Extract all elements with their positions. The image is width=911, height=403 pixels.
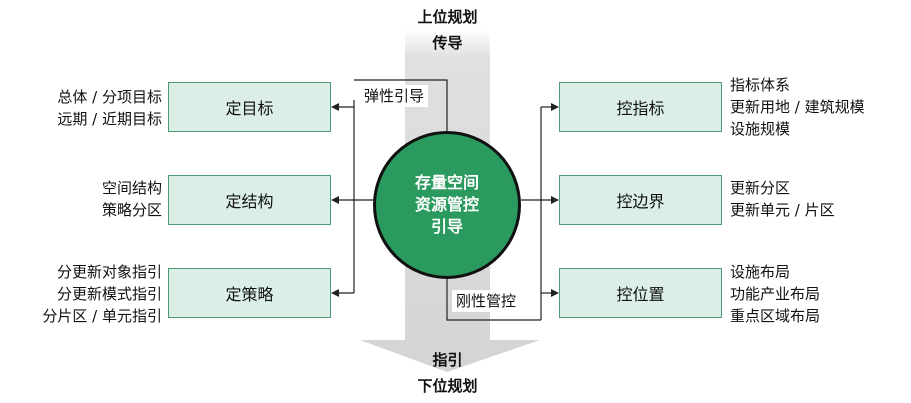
arrowhead-strategy (331, 289, 339, 297)
desc-line: 重点区域布局 (730, 307, 821, 325)
bottom-label-lower-plan: 下位规划 (417, 377, 478, 395)
arrowhead-goal (331, 103, 339, 111)
arrowhead-boundary (551, 196, 559, 204)
top-label-transmission: 传导 (432, 34, 463, 52)
box-control-boundary: 控边界 (559, 175, 722, 225)
left-top-to-circle (354, 79, 448, 131)
desc-line: 更新分区 (730, 179, 791, 197)
box-control-location: 控位置 (559, 268, 722, 318)
desc-line: 远期 / 近期目标 (57, 110, 162, 128)
desc-line: 策略分区 (101, 201, 162, 219)
desc-line: 更新单元 / 片区 (730, 201, 835, 219)
desc-boundary: 更新分区 更新单元 / 片区 (730, 177, 910, 221)
desc-strategy: 分更新对象指引 分更新模式指引 分片区 / 单元指引 (0, 261, 162, 327)
desc-line: 更新用地 / 建筑规模 (730, 98, 865, 116)
desc-line: 设施布局 (730, 263, 791, 281)
box-set-strategy: 定策略 (168, 268, 331, 318)
arrowhead-location (551, 289, 559, 297)
center-line-3: 引导 (430, 217, 463, 236)
desc-goals: 总体 / 分项目标 远期 / 近期目标 (0, 86, 162, 130)
bottom-label-guidance: 指引 (432, 351, 463, 369)
desc-line: 分更新模式指引 (56, 285, 162, 303)
center-line-1: 存量空间 (414, 173, 479, 192)
desc-line: 分更新对象指引 (56, 263, 162, 281)
arrowhead-indicator (551, 103, 559, 111)
desc-line: 设施规模 (730, 120, 791, 138)
center-line-2: 资源管控 (414, 195, 479, 214)
desc-line: 功能产业布局 (730, 285, 821, 303)
desc-indicators: 指标体系 更新用地 / 建筑规模 设施规模 (730, 74, 910, 140)
desc-line: 分片区 / 单元指引 (42, 307, 162, 325)
tag-flexible-guidance: 弹性引导 (360, 85, 429, 107)
box-set-structure: 定结构 (168, 175, 331, 225)
arrowhead-structure (331, 196, 339, 204)
desc-line: 总体 / 分项目标 (57, 88, 162, 106)
tag-rigid-control: 刚性管控 (452, 290, 521, 312)
top-label-upper-plan: 上位规划 (417, 8, 478, 26)
desc-line: 指标体系 (730, 76, 791, 94)
box-control-indicators: 控指标 (559, 82, 722, 132)
connectors (337, 79, 553, 321)
desc-location: 设施布局 功能产业布局 重点区域布局 (730, 261, 910, 327)
desc-line: 空间结构 (101, 179, 162, 197)
right-bottom-to-circle (446, 279, 541, 321)
center-circle: 存量空间 资源管控 引导 (373, 131, 521, 279)
box-set-goals: 定目标 (168, 82, 331, 132)
desc-structure: 空间结构 策略分区 (0, 177, 162, 221)
